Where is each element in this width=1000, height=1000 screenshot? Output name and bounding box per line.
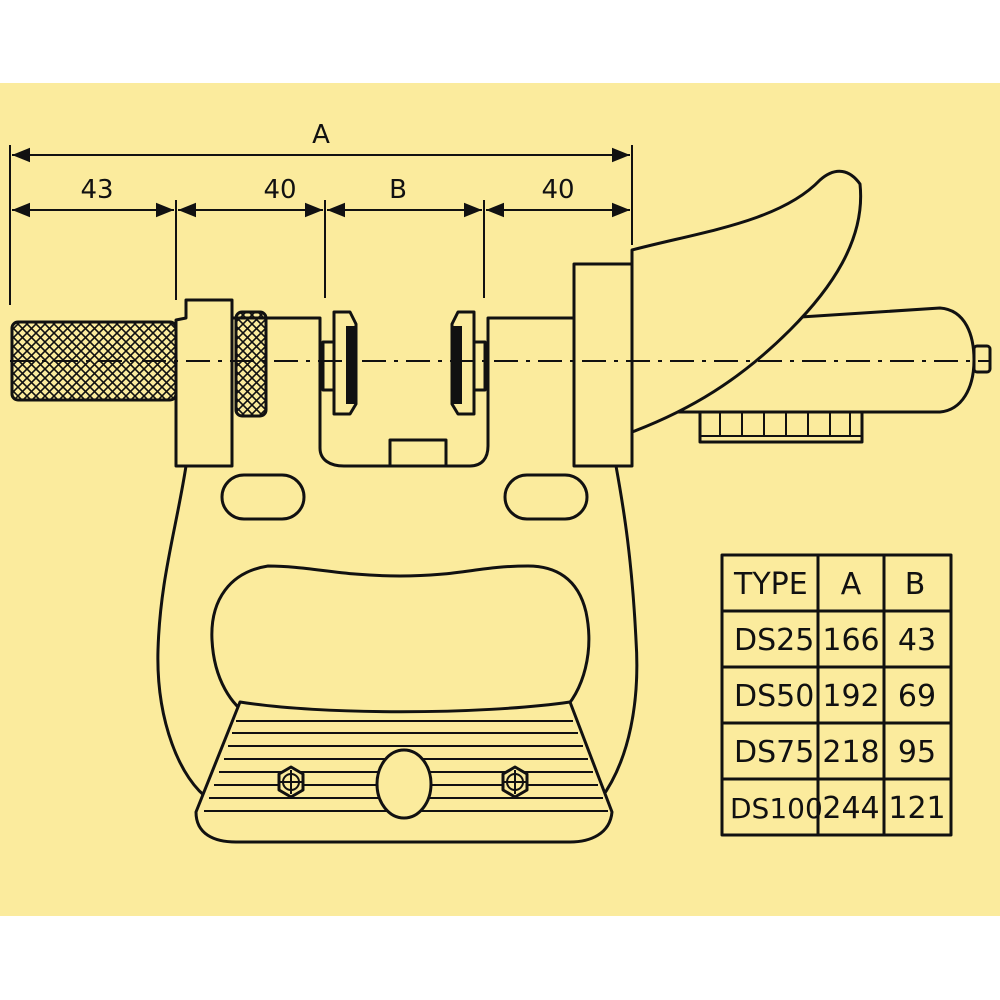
dimension-label-left-span: 40 [263, 175, 296, 205]
dimension-lines: A 43 40 B 40 [9, 120, 633, 305]
lock-nut-icon [234, 310, 268, 418]
table-cell-a: 218 [822, 735, 879, 770]
plate-hole [375, 748, 433, 820]
table-header-type: TYPE [733, 567, 808, 602]
frame-slot-left [220, 473, 306, 521]
table-cell-b: 43 [898, 623, 936, 658]
dimension-label-gap: B [389, 175, 407, 205]
table-cell-a: 192 [822, 679, 879, 714]
thumb-lever [630, 169, 863, 434]
table-header-b: B [905, 567, 926, 602]
dimension-label-knurl: 43 [80, 175, 113, 205]
thimble-scale [698, 410, 864, 444]
dimension-label-a: A [312, 120, 330, 150]
table-cell-a: 166 [822, 623, 879, 658]
type-table: TYPE A B DS25 166 43 DS50 192 69 DS75 21… [720, 553, 953, 837]
screw-head-icon [501, 765, 529, 799]
insulation-plate [194, 700, 614, 844]
table-cell-type: DS50 [734, 679, 814, 714]
table-header-a: A [841, 567, 862, 602]
dimension-label-right-span: 40 [541, 175, 574, 205]
table-cell-b: 121 [888, 791, 945, 826]
table-cell-a: 244 [822, 791, 879, 826]
table-cell-type: DS100 [730, 792, 823, 825]
table-cell-type: DS75 [734, 735, 814, 770]
frame-slot-right [503, 473, 589, 521]
table-cell-type: DS25 [734, 623, 814, 658]
table-cell-b: 95 [898, 735, 936, 770]
frame-lug [388, 438, 448, 468]
anvil-right [450, 310, 487, 416]
measuring-head [10, 169, 992, 468]
table-cell-b: 69 [898, 679, 936, 714]
anvil-left [321, 310, 358, 416]
screw-head-icon [277, 765, 305, 799]
spindle-housing [572, 262, 634, 468]
